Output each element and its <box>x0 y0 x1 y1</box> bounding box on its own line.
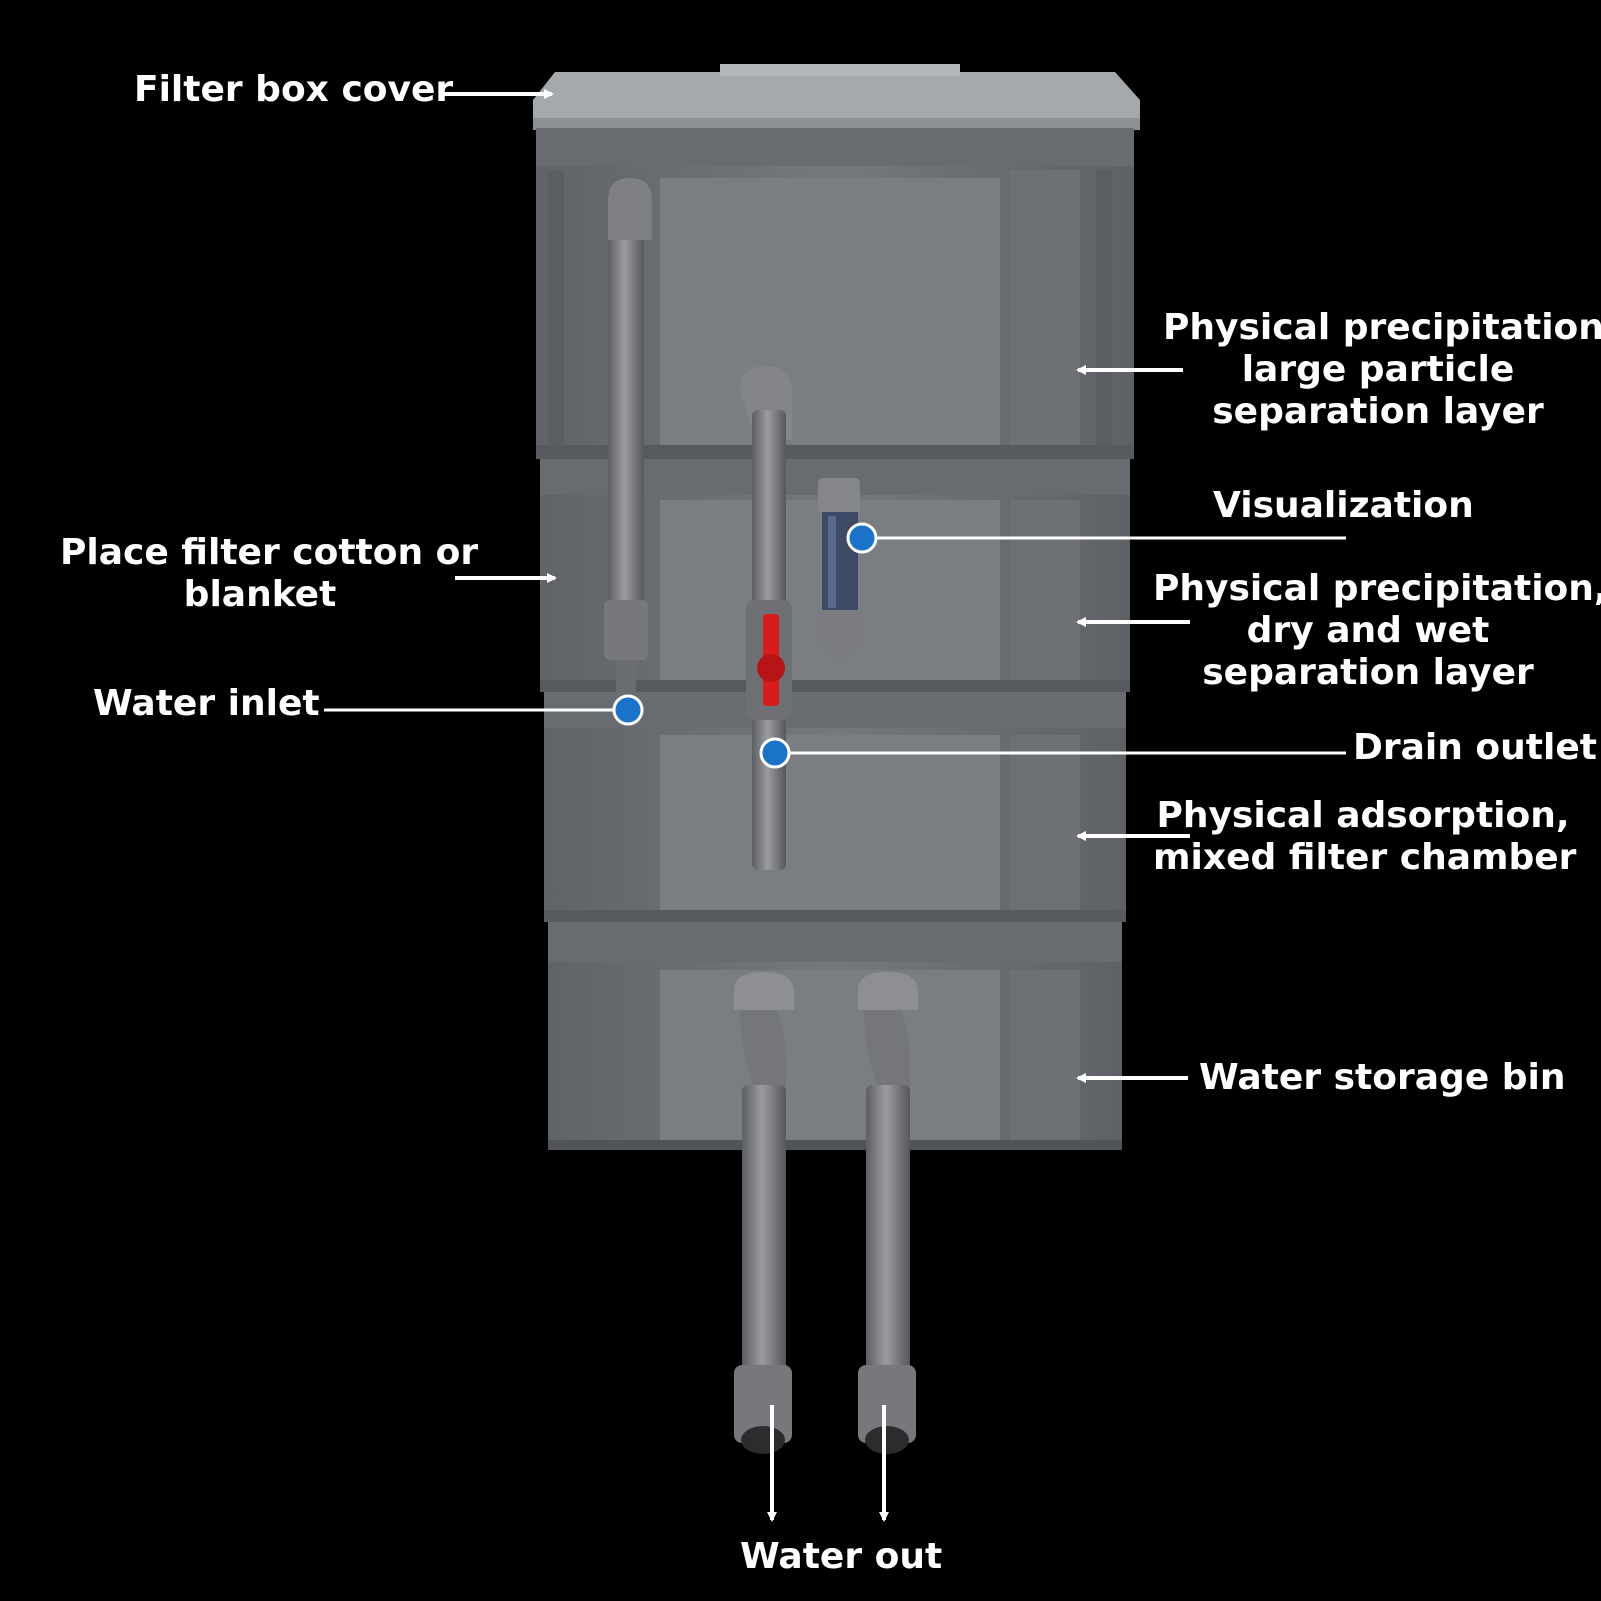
label-place-filter-cotton-line-2: blanket <box>183 574 337 615</box>
label-water-storage-bin: Water storage bin <box>1199 1057 1566 1098</box>
tier-third <box>544 692 1126 922</box>
label-physical-adsorption-line-1: Physical adsorption, <box>1156 795 1570 836</box>
label-physical-precipitation-large-line-1: Physical precipitation, <box>1163 307 1601 348</box>
label-physical-precipitation-large-line-3: separation layer <box>1212 391 1544 432</box>
inlet-pipe <box>604 178 652 700</box>
label-drain-outlet: Drain outlet <box>1353 727 1597 768</box>
visualization-marker-dot <box>846 522 878 554</box>
label-water-inlet: Water inlet <box>93 683 320 724</box>
label-water-out: Water out <box>740 1536 943 1577</box>
label-place-filter-cotton: Place filter cotton or blanket <box>60 532 479 616</box>
label-physical-precipitation-dry-wet-line-1: Physical precipitation, <box>1153 568 1601 609</box>
label-physical-adsorption-line-2: mixed filter chamber <box>1153 837 1577 878</box>
label-physical-precipitation-dry-wet-line-3: separation layer <box>1202 652 1534 693</box>
label-filter-box-cover: Filter box cover <box>134 69 454 110</box>
label-place-filter-cotton-line-1: Place filter cotton or <box>60 532 479 573</box>
visualization-tube <box>818 478 866 662</box>
tier-bottom <box>548 922 1122 1150</box>
label-physical-precipitation-dry-wet-line-2: dry and wet <box>1246 610 1490 651</box>
label-visualization: Visualization <box>1213 485 1474 526</box>
label-physical-precipitation-large-line-2: large particle <box>1241 349 1515 390</box>
label-physical-adsorption: Physical adsorption, mixed filter chambe… <box>1153 795 1577 879</box>
outlet-pipe-right <box>858 972 918 1454</box>
label-physical-precipitation-dry-wet: Physical precipitation, dry and wet sepa… <box>1153 568 1601 694</box>
outlet-pipe-left <box>734 972 794 1454</box>
label-physical-precipitation-large: Physical precipitation, large particle s… <box>1163 307 1601 433</box>
filter-box-cover-shape <box>533 64 1140 130</box>
valve-handle <box>757 614 785 706</box>
drain-outlet-marker-dot <box>759 737 791 769</box>
water-inlet-marker-dot <box>612 694 644 726</box>
